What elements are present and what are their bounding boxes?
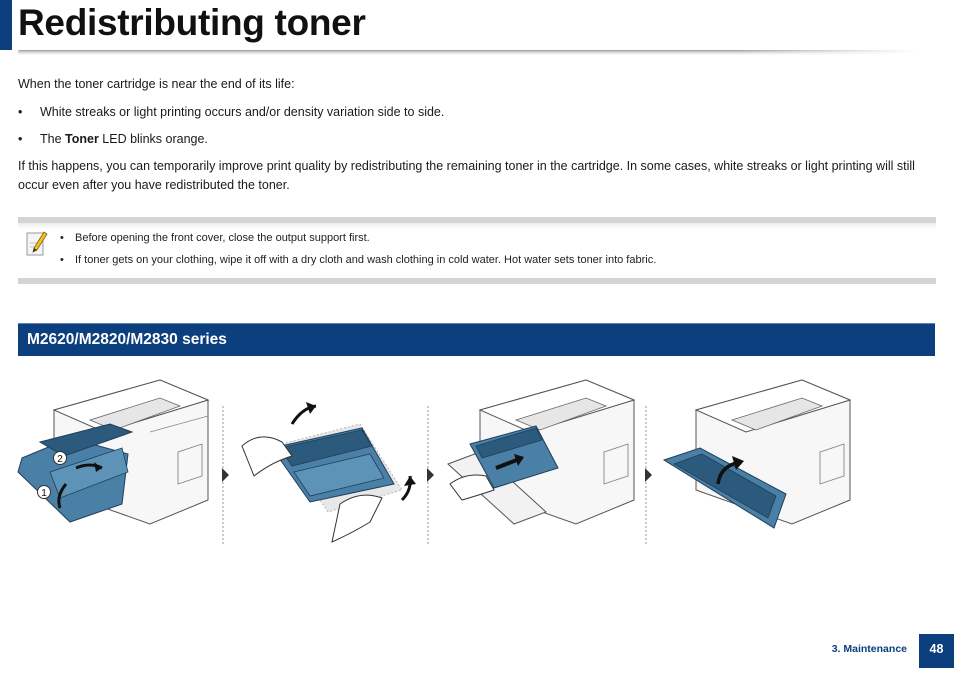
step2-shake-cartridge-image <box>241 402 416 543</box>
intro-text: When the toner cartridge is near the end… <box>18 77 295 91</box>
page-number: 48 <box>919 634 954 668</box>
list-item-prefix: The <box>40 132 66 146</box>
footer-chapter-label: 3. Maintenance <box>831 643 907 655</box>
step-arrow-icon <box>645 468 652 482</box>
step-number-label: 1 <box>41 488 47 499</box>
list-item: The Toner LED blinks orange. <box>18 130 938 149</box>
header-accent-bar <box>0 0 12 50</box>
title-divider <box>18 50 918 55</box>
note-item: If toner gets on your clothing, wipe it … <box>60 253 656 267</box>
note-item: Before opening the front cover, close th… <box>60 231 656 245</box>
note-box: Before opening the front cover, close th… <box>18 217 936 284</box>
toner-redistribution-illustration: 2 1 <box>17 379 852 546</box>
step-number-label: 2 <box>57 454 63 465</box>
section-header: M2620/M2820/M2830 series <box>18 323 935 356</box>
toner-led-term: Toner <box>65 132 99 146</box>
step-arrow-icon <box>427 468 434 482</box>
list-item-suffix: LED blinks orange. <box>98 132 208 146</box>
note-list: Before opening the front cover, close th… <box>60 231 656 275</box>
note-pencil-icon <box>26 231 48 256</box>
list-item-text: White streaks or light printing occurs a… <box>40 105 445 119</box>
section-title: M2620/M2820/M2830 series <box>27 331 227 348</box>
step3-insert-cartridge-image <box>447 379 636 525</box>
step4-close-cover-image <box>662 379 852 529</box>
step-arrow-icon <box>222 468 229 482</box>
step1-printer-image: 2 1 <box>17 379 210 525</box>
page-title: Redistributing toner <box>18 2 366 43</box>
list-item: White streaks or light printing occurs a… <box>18 103 938 122</box>
explanation-paragraph: If this happens, you can temporarily imp… <box>18 159 915 192</box>
symptom-list: White streaks or light printing occurs a… <box>18 103 938 157</box>
